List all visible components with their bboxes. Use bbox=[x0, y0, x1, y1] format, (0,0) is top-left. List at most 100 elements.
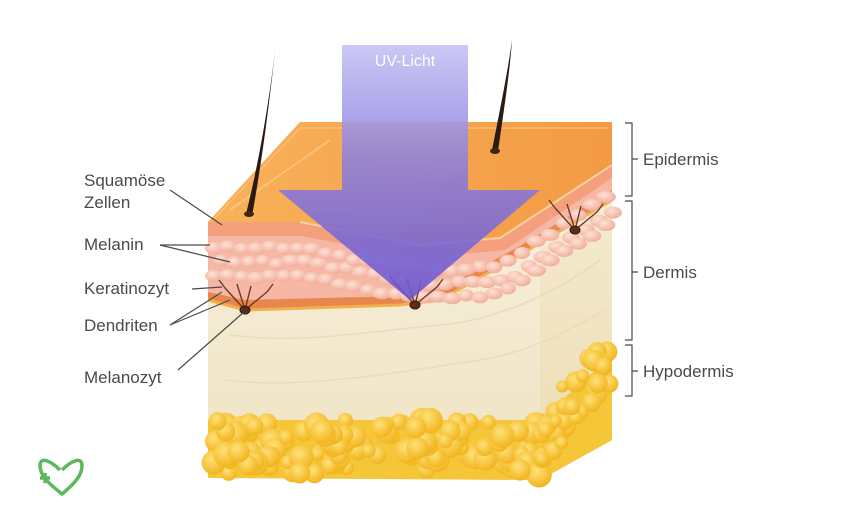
fat-globule bbox=[587, 373, 608, 394]
fat-globule bbox=[288, 462, 311, 484]
uv-beam bbox=[278, 45, 540, 300]
label-dendrites: Dendriten bbox=[84, 316, 158, 335]
fat-globule bbox=[575, 369, 590, 383]
label-hypodermis: Hypodermis bbox=[643, 362, 734, 381]
dendrite bbox=[548, 199, 604, 231]
keratinocyte-cell bbox=[226, 256, 244, 269]
keratinocyte-cell bbox=[477, 276, 497, 289]
keratinocyte-cell bbox=[212, 254, 230, 267]
fat-globule bbox=[227, 441, 250, 463]
fat-globule bbox=[310, 446, 325, 461]
keratinocyte-cell bbox=[317, 273, 335, 286]
fat-globule bbox=[549, 414, 562, 428]
fat-globule bbox=[208, 412, 227, 431]
melanocyte-cell bbox=[569, 225, 581, 235]
keratinocyte-cell bbox=[275, 242, 293, 255]
fat-globule bbox=[594, 357, 613, 375]
keratinocyte-cell bbox=[289, 242, 307, 255]
label-melanocyte: Melanozyt bbox=[84, 368, 162, 387]
label-epidermis: Epidermis bbox=[643, 150, 719, 169]
fat-globule bbox=[563, 398, 581, 416]
layer-brackets bbox=[625, 122, 638, 397]
keratinocyte-cell bbox=[240, 255, 258, 268]
keratinocyte-cell bbox=[569, 237, 587, 250]
keratinocyte-cell bbox=[359, 283, 377, 296]
keratinocyte-cell bbox=[352, 266, 370, 279]
keratinocyte-cell bbox=[323, 261, 343, 274]
fat-globule bbox=[245, 417, 264, 436]
label-connectors bbox=[159, 189, 245, 371]
keratinocyte-cell bbox=[247, 242, 265, 255]
keratinocyte-cell bbox=[254, 254, 272, 267]
fat-globule bbox=[475, 438, 494, 457]
label-squamous-2: Zellen bbox=[84, 193, 130, 212]
fat-globule bbox=[337, 412, 353, 428]
keratinocyte-cell bbox=[281, 254, 301, 267]
keratinocyte-cell bbox=[596, 190, 616, 203]
fat-globule bbox=[304, 463, 325, 484]
keratinocyte-cell bbox=[604, 206, 622, 219]
keratinocyte-cell bbox=[218, 240, 238, 253]
keratinocyte-cell bbox=[471, 260, 489, 273]
fat-globule bbox=[490, 423, 515, 448]
label-keratinocyte: Keratinozyt bbox=[84, 279, 169, 298]
fat-globule bbox=[556, 380, 569, 393]
fat-globule bbox=[278, 429, 294, 445]
keratinocyte-cell bbox=[456, 263, 476, 276]
keratinocyte-cell bbox=[457, 289, 475, 302]
keratinocyte-cell bbox=[233, 270, 251, 283]
keratinocyte-cell bbox=[540, 254, 560, 267]
keratinocyte-cell bbox=[471, 291, 489, 304]
fat-globule bbox=[390, 413, 407, 430]
keratinocyte-cell bbox=[289, 269, 307, 282]
keratinocyte-cell bbox=[582, 229, 602, 242]
fat-globule bbox=[406, 437, 429, 460]
keratinocyte-cell bbox=[218, 269, 238, 282]
keratinocyte-cell bbox=[499, 282, 517, 295]
keratinocyte-cell bbox=[331, 249, 349, 262]
keratinocyte-cell bbox=[540, 228, 560, 241]
keratinocyte-cell bbox=[513, 274, 531, 287]
fat-globule bbox=[220, 464, 237, 481]
keratinocyte-cell bbox=[442, 292, 462, 305]
keratinocyte-cell bbox=[317, 247, 335, 260]
fat-globule bbox=[526, 461, 552, 488]
keratinocyte-cell bbox=[526, 264, 546, 277]
keratinocyte-cell bbox=[555, 217, 573, 230]
fat-globule bbox=[537, 421, 554, 438]
keratinocyte-cell bbox=[450, 275, 468, 288]
dendrite bbox=[218, 279, 274, 311]
keratinocyte-cell bbox=[485, 287, 503, 300]
keratinocyte-cell bbox=[275, 269, 293, 282]
keratinocyte-cell bbox=[372, 287, 392, 300]
keratinocyte-cell bbox=[260, 269, 280, 282]
fat-globule bbox=[481, 414, 496, 430]
fat-globule bbox=[361, 443, 376, 458]
keratinocyte-cell bbox=[303, 272, 321, 285]
uv-label: UV-Licht bbox=[375, 53, 436, 70]
hair-follicle-left bbox=[244, 211, 254, 217]
keratinocyte-cell bbox=[554, 244, 574, 257]
label-dermis: Dermis bbox=[643, 263, 697, 282]
heart-plus-icon bbox=[38, 458, 84, 496]
keratinocyte-cell bbox=[344, 280, 364, 293]
fat-globule bbox=[371, 416, 393, 438]
keratinocyte-cell bbox=[463, 275, 483, 288]
keratinocyte-cell bbox=[596, 219, 616, 232]
keratinocyte-cell bbox=[246, 271, 266, 284]
keratinocyte-cell bbox=[345, 254, 363, 267]
keratinocyte-cell bbox=[499, 254, 517, 267]
keratinocyte-cell bbox=[582, 198, 602, 211]
fat-globule bbox=[437, 433, 453, 449]
keratinocyte-cell bbox=[485, 261, 503, 274]
keratinocyte-cell bbox=[302, 242, 322, 255]
hair-follicle-right bbox=[490, 148, 500, 154]
keratinocyte-cell bbox=[204, 269, 224, 282]
fat-globule bbox=[555, 436, 569, 450]
melanocyte-cell bbox=[409, 300, 421, 310]
fat-globule bbox=[509, 459, 531, 481]
label-melanin: Melanin bbox=[84, 235, 144, 254]
fat-globule bbox=[405, 416, 427, 438]
